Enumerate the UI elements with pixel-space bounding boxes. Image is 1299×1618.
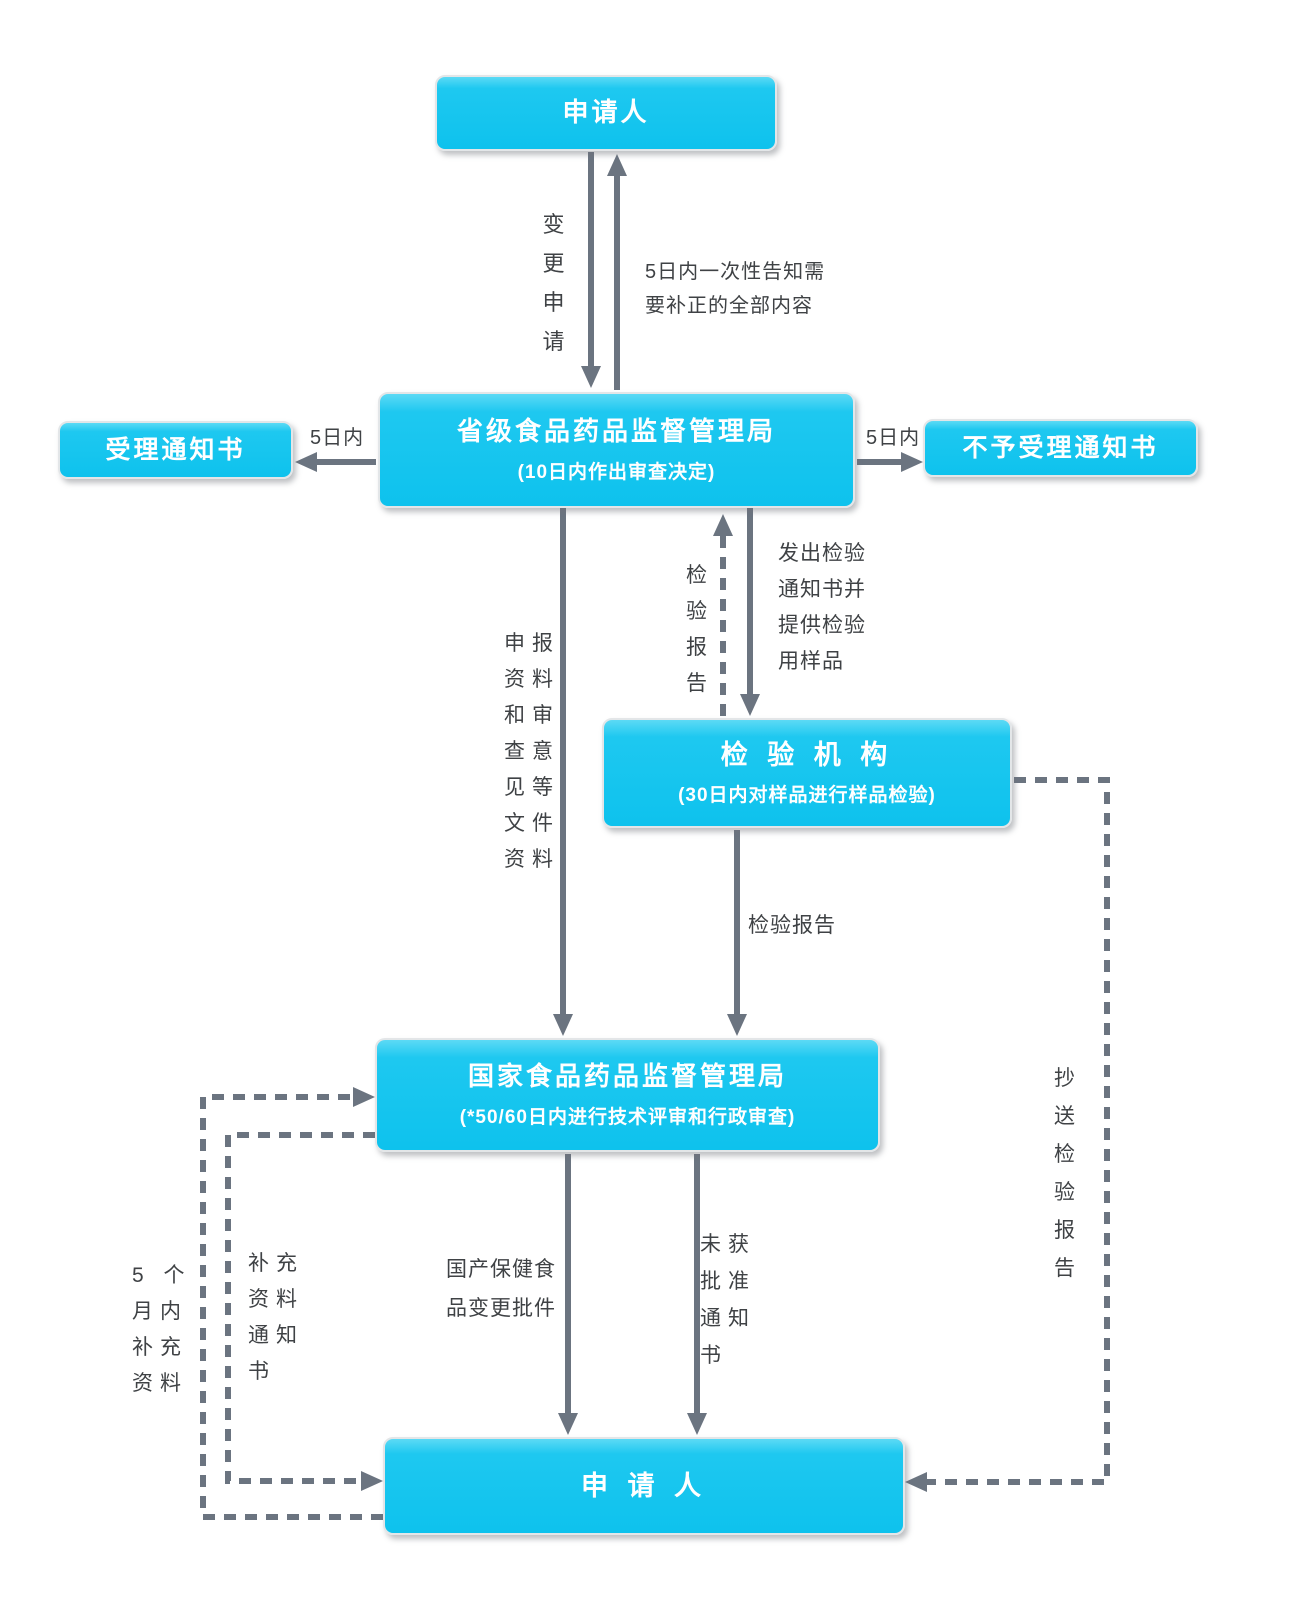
label-declaration-materials: 申报 资料 和审 查意 见等 文件 资料	[504, 632, 560, 871]
node-applicant-top-label: 申请人	[562, 97, 650, 128]
node-applicant-bottom: 申 请 人	[383, 1437, 905, 1535]
label-five-days-accept: 5日内	[310, 427, 365, 449]
label-inspection-report: 检验报告	[748, 914, 836, 937]
label-inspection-report-vertical: 检 验 报 告	[686, 564, 708, 695]
arrow-supplement-notice-dashed	[225, 1132, 383, 1491]
label-not-approved-notice: 未获 批准 通知 书	[700, 1233, 756, 1367]
label-copy-inspection-report: 抄 送 检 验 报 告	[1054, 1067, 1076, 1280]
label-issue-inspection-notice: 发出检验 通知书并 提供检验 用样品	[778, 542, 866, 673]
node-applicant-bottom-label: 申 请 人	[580, 1470, 707, 1501]
node-national-fda: 国家食品药品监督管理局 (*50/60日内进行技术评审和行政审查)	[375, 1038, 880, 1152]
node-inspection-agency-title: 检 验 机 构	[720, 739, 894, 770]
node-applicant-top: 申请人	[435, 75, 777, 151]
label-change-application: 变 更 申 请	[542, 212, 566, 354]
arrow-copy-inspection-report-dashed	[905, 777, 1110, 1492]
node-provincial-fda-subtitle: (10日内作出审查决定)	[517, 461, 716, 483]
node-inspection-agency: 检 验 机 构 (30日内对样品进行样品检验)	[602, 718, 1012, 828]
label-five-months-supplement: 5 个 月内 补充 资料	[132, 1264, 192, 1395]
node-reject-notice: 不予受理通知书	[923, 419, 1198, 477]
node-provincial-fda-title: 省级食品药品监督管理局	[456, 416, 776, 447]
node-reject-notice-label: 不予受理通知书	[962, 434, 1159, 462]
node-provincial-fda: 省级食品药品监督管理局 (10日内作出审查决定)	[378, 392, 855, 508]
node-inspection-agency-subtitle: (30日内对样品进行样品检验)	[678, 785, 936, 807]
node-accept-notice: 受理通知书	[58, 421, 293, 479]
label-notify-correction: 5日内一次性告知需 要补正的全部内容	[645, 261, 826, 317]
label-five-days-reject: 5日内	[866, 427, 921, 449]
node-accept-notice-label: 受理通知书	[105, 436, 246, 464]
label-supplement-notice: 补充 资料 通知 书	[248, 1252, 304, 1383]
node-national-fda-subtitle: (*50/60日内进行技术评审和行政审查)	[459, 1106, 796, 1128]
arrow-five-months-supplement-dashed	[200, 1087, 383, 1520]
node-national-fda-title: 国家食品药品监督管理局	[467, 1061, 787, 1092]
label-domestic-approval-doc: 国产保健食 品变更批件	[446, 1258, 556, 1320]
